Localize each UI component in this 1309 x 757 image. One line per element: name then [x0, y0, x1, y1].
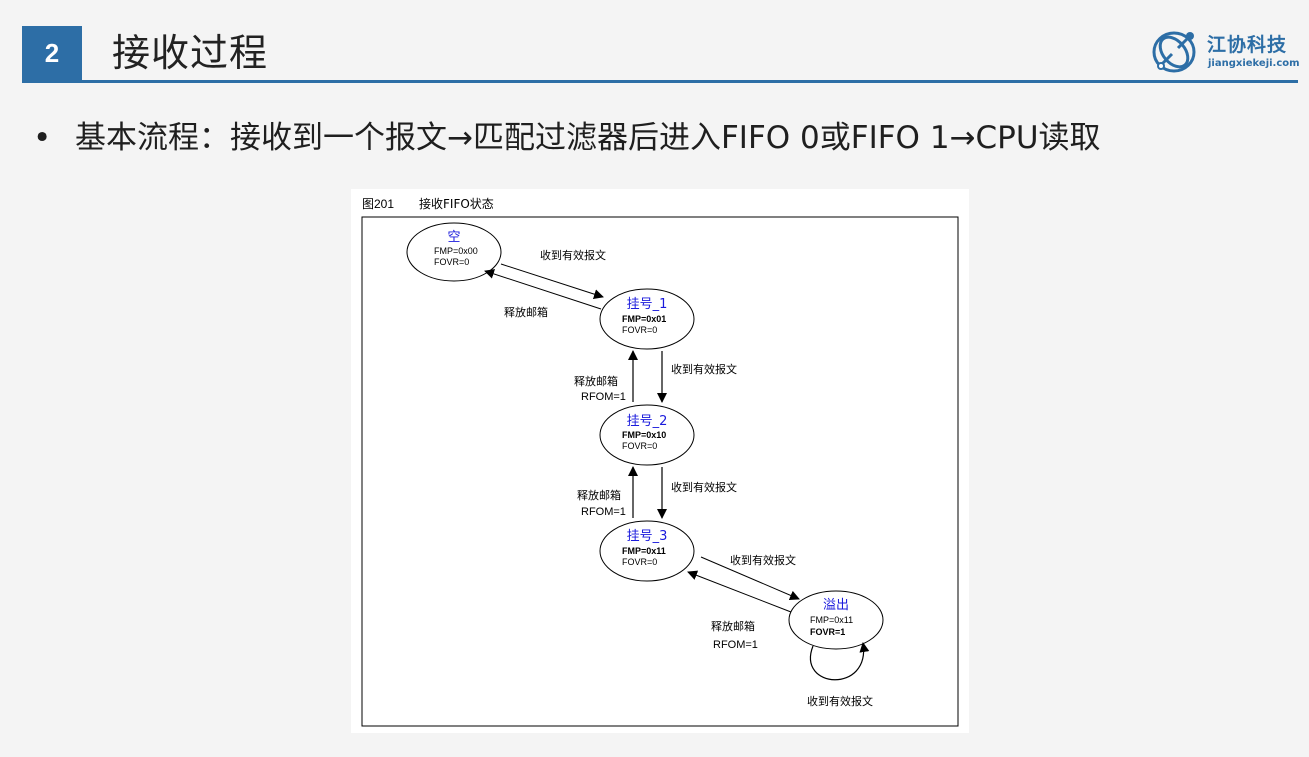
state-fovr: FOVR=0 [622, 325, 657, 335]
slide-header: 2 接收过程 江协科技 jiangxiekeji.com [0, 0, 1309, 83]
header-divider [22, 80, 1298, 83]
state-fmp: FMP=0x00 [434, 246, 478, 256]
state-fmp: FMP=0x11 [810, 615, 853, 625]
arrow-pending1-to-empty [484, 269, 602, 310]
bullet-text: 基本流程：接收到一个报文→匹配过滤器后进入FIFO 0或FIFO 1→CPU读取 [75, 120, 1101, 156]
state-name: 挂号_3 [627, 529, 668, 544]
figure-number: 图201 [362, 197, 394, 211]
transition-label-receive: 收到有效报文 [540, 248, 606, 262]
arrow-pending3-to-overflow [700, 556, 800, 601]
bullet-item: • 基本流程：接收到一个报文→匹配过滤器后进入FIFO 0或FIFO 1→CPU读… [33, 116, 1101, 160]
transition-label-release: 释放邮箱 [504, 305, 548, 319]
transition-label-rfom: RFOM=1 [581, 391, 626, 403]
brand-logo: 江协科技 jiangxiekeji.com [1150, 26, 1300, 78]
state-diagram: 图201 接收FIFO状态 空 FMP=0x00 FOVR=0 挂号_1 FMP… [361, 196, 959, 727]
state-fmp: FMP=0x10 [622, 430, 666, 440]
fifo-state-figure: 图201 接收FIFO状态 空 FMP=0x00 FOVR=0 挂号_1 FMP… [351, 189, 969, 733]
state-fovr: FOVR=0 [622, 557, 657, 567]
arrow-overflow-to-pending3 [687, 570, 792, 613]
transition-label-receive: 收到有效报文 [730, 553, 796, 567]
state-fovr: FOVR=1 [810, 627, 845, 637]
transition-label-receive: 收到有效报文 [671, 362, 737, 376]
state-name: 溢出 [823, 598, 849, 613]
arrow-overflow-self-loop [810, 642, 870, 681]
state-name: 空 [447, 230, 460, 245]
state-fmp: FMP=0x01 [622, 314, 666, 324]
transition-label-receive: 收到有效报文 [807, 694, 873, 708]
transition-label-rfom: RFOM=1 [581, 506, 626, 518]
transition-label-release: 释放邮箱 [577, 488, 621, 502]
figure-frame [361, 216, 959, 727]
state-empty: 空 FMP=0x00 FOVR=0 [406, 222, 502, 282]
state-fovr: FOVR=0 [622, 441, 657, 451]
state-pending-2: 挂号_2 FMP=0x10 FOVR=0 [599, 404, 695, 466]
state-pending-3: 挂号_3 FMP=0x11 FOVR=0 [599, 520, 695, 582]
state-name: 挂号_2 [627, 414, 668, 429]
arrow-empty-to-pending1 [500, 263, 604, 299]
state-overflow: 溢出 FMP=0x11 FOVR=1 [788, 590, 884, 650]
logo-url: jiangxiekeji.com [1208, 58, 1300, 69]
logo-mark-icon [1152, 31, 1196, 73]
figure-caption: 接收FIFO状态 [419, 196, 494, 211]
bullet-dot-icon: • [33, 120, 52, 156]
state-pending-1: 挂号_1 FMP=0x01 FOVR=0 [599, 288, 695, 350]
logo-name: 江协科技 [1207, 34, 1288, 56]
state-fovr: FOVR=0 [434, 257, 469, 267]
section-number-badge: 2 [22, 26, 82, 80]
transition-label-release: 释放邮箱 [574, 374, 618, 388]
state-fmp: FMP=0x11 [622, 546, 666, 556]
transition-label-release: 释放邮箱 [711, 619, 755, 633]
state-name: 挂号_1 [627, 297, 668, 312]
slide-title: 接收过程 [112, 31, 269, 75]
transition-label-rfom: RFOM=1 [713, 639, 758, 651]
transition-label-receive: 收到有效报文 [671, 480, 737, 494]
